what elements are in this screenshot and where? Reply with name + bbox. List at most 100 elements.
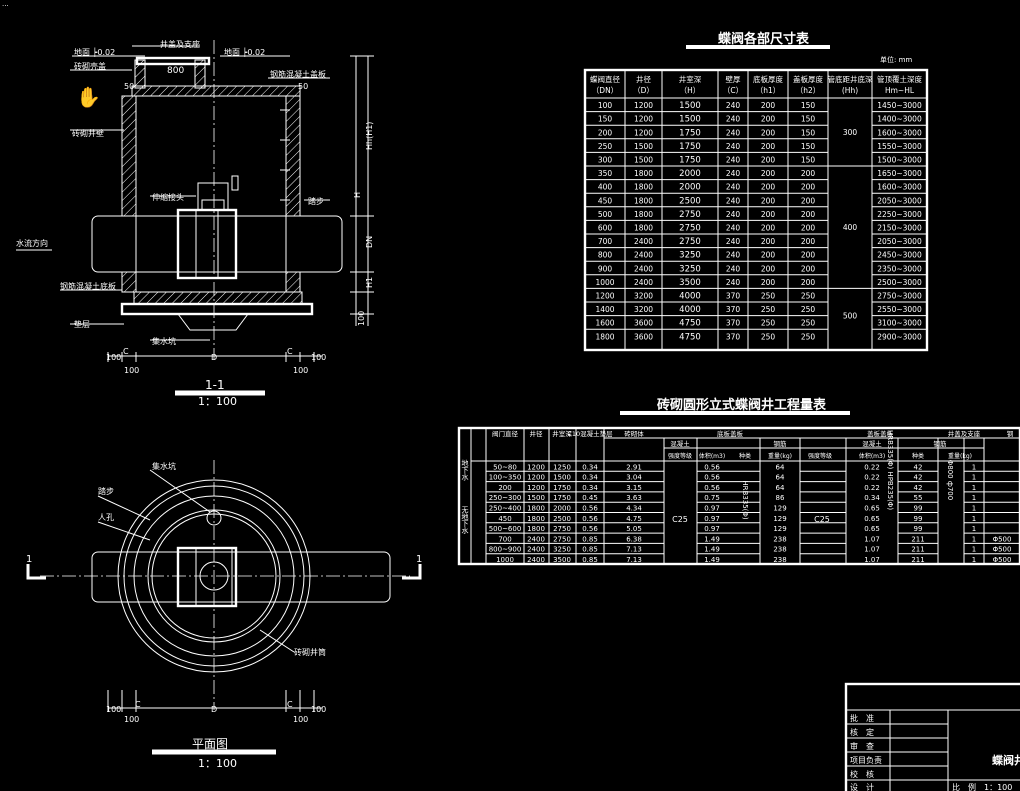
- table1-cell: 3600: [634, 319, 653, 328]
- table1-cell-merged: 500: [843, 312, 858, 321]
- table2-cell: 129: [773, 505, 786, 513]
- table1-cell: 250: [801, 332, 816, 341]
- table2-cell: 1800: [527, 505, 545, 513]
- table2-cell: 0.34: [582, 484, 598, 492]
- table2-cell: 3.04: [626, 474, 642, 482]
- table2-header: 盖板盖板: [867, 429, 894, 438]
- brick-wall-right: [285, 95, 301, 217]
- table1-cell: 200: [761, 237, 776, 246]
- table2-header: 井室深: [552, 429, 572, 438]
- cut-mark-right: 1: [416, 554, 422, 565]
- table2-cell: 0.56: [704, 484, 720, 492]
- table2-cell: 0.22: [864, 463, 880, 471]
- table2-cell: 99: [914, 505, 923, 513]
- valve-handle: [231, 175, 239, 191]
- table2-cell: 3500: [553, 556, 571, 564]
- table1-cell: 1650~3000: [877, 169, 922, 178]
- plan-dim-100a: 100: [106, 705, 121, 714]
- table2-cell: 2500: [553, 515, 571, 523]
- table1-cell: 1750: [679, 156, 701, 166]
- table2-cell: 500~600: [489, 525, 522, 533]
- table1-cell: 1200: [595, 292, 614, 301]
- table2-cell: 0.65: [864, 515, 880, 523]
- table1-cell: 4750: [679, 332, 701, 342]
- table2-cell: 1800: [527, 515, 545, 523]
- label-dim-C2: C: [287, 347, 293, 356]
- table1-cell: 2050~3000: [877, 196, 922, 205]
- table1-cell: 1500: [634, 142, 653, 151]
- label-dim-50-right: 50: [298, 82, 308, 91]
- table2-subheader2: 强度等级: [808, 452, 832, 460]
- label-dim-100d: 100: [293, 366, 308, 375]
- table1-cell: 1200: [634, 115, 653, 124]
- table1-cell: 1200: [634, 101, 653, 110]
- table1-cell: 200: [761, 115, 776, 124]
- tb-scale-label: 比 例: [952, 782, 976, 791]
- table1-cell: 200: [801, 196, 816, 205]
- table2-rebar-2: HRB335(Φ) HPB235(Φ): [886, 430, 894, 510]
- table2-cell: 0.85: [582, 535, 598, 543]
- table2-cell: 1: [972, 556, 976, 564]
- label-cushion: 垫层: [74, 319, 90, 329]
- table1-cell: 2750~3000: [877, 292, 922, 301]
- table1-cell: 200: [761, 142, 776, 151]
- cushion: [120, 302, 314, 316]
- table2-cell: 0.97: [704, 505, 720, 513]
- table2-cell: 2400: [527, 535, 545, 543]
- label-flange: 伸缩接头: [152, 192, 184, 202]
- label-dim-100-vert: 100: [357, 311, 366, 326]
- table2-cell: 2000: [553, 505, 571, 513]
- table1-cell: 240: [726, 156, 741, 165]
- cut-mark-left: 1: [26, 554, 32, 565]
- table1-cell: 2400: [634, 278, 653, 287]
- label-dim-h1: H1: [365, 277, 374, 288]
- table1-cell: 2750: [679, 237, 701, 247]
- label-rc-base: 钢筋混凝土底板: [60, 281, 116, 291]
- quantity-table: 砖砌圆形立式蝶阀井工程量表 阀门直径井径井室深C10混凝土垫层砖砌体底板盖板盖板…: [457, 397, 1020, 566]
- table1-cell: 1400~3000: [877, 115, 922, 124]
- table1-header: （D）: [633, 86, 654, 95]
- label-step: 踏步: [308, 196, 324, 206]
- table2-cell: 1: [972, 525, 976, 533]
- table1-cell: 200: [801, 224, 816, 233]
- table1-cell: 1500~3000: [877, 156, 922, 165]
- table1-cell: 150: [801, 156, 816, 165]
- brick-wall-right-lower: [285, 271, 301, 293]
- table1-cell: 200: [761, 101, 776, 110]
- table1-cell: 200: [761, 278, 776, 287]
- table2-cell: 7.13: [626, 556, 642, 564]
- tb-row-5: 设 计: [850, 782, 874, 791]
- table2-cell: 1: [972, 484, 976, 492]
- table1-cell: 2000: [679, 169, 701, 179]
- plan-label-sump: 集水坑: [152, 461, 176, 471]
- section-scale: 1：100: [198, 395, 237, 408]
- table1-cell: 200: [761, 169, 776, 178]
- table1-cell: 2750: [679, 210, 701, 220]
- table2-cell: 3250: [553, 546, 571, 554]
- table2-cell: 0.85: [582, 546, 598, 554]
- table1-cell: 240: [726, 278, 741, 287]
- tb-row-1: 核 定: [850, 727, 874, 737]
- table1-cell: 150: [801, 128, 816, 137]
- table2-cell: 250~400: [489, 505, 522, 513]
- table2-cell: 50~80: [493, 463, 517, 471]
- table1-cell: 2250~3000: [877, 210, 922, 219]
- label-dim-100a: 100: [106, 353, 121, 362]
- plan-dim-100d: 100: [293, 715, 308, 724]
- table1-cell: 1200: [634, 128, 653, 137]
- table1-header: 底板厚度: [753, 74, 783, 84]
- table2-subheader: 混凝土: [670, 439, 690, 448]
- dimension-table: 蝶阀各部尺寸表 单位: mm 蝶阀直径（DN）井径（D）井室深（H）壁厚（C）底…: [583, 31, 929, 352]
- table2-header: 阀门直径: [492, 429, 519, 438]
- table1-cell: 450: [598, 196, 613, 205]
- table2-cell: 0.22: [864, 474, 880, 482]
- well-cover: [135, 56, 211, 66]
- table2-cell: 1: [972, 535, 976, 543]
- label-ground-right: 地面 ┝0.02: [224, 47, 265, 57]
- table2-cell: Φ500: [993, 556, 1012, 564]
- table2-cell: 1000: [496, 556, 514, 564]
- table2-cell: 64: [776, 474, 785, 482]
- table1-cell: 200: [801, 210, 816, 219]
- table1-cell: 150: [801, 142, 816, 151]
